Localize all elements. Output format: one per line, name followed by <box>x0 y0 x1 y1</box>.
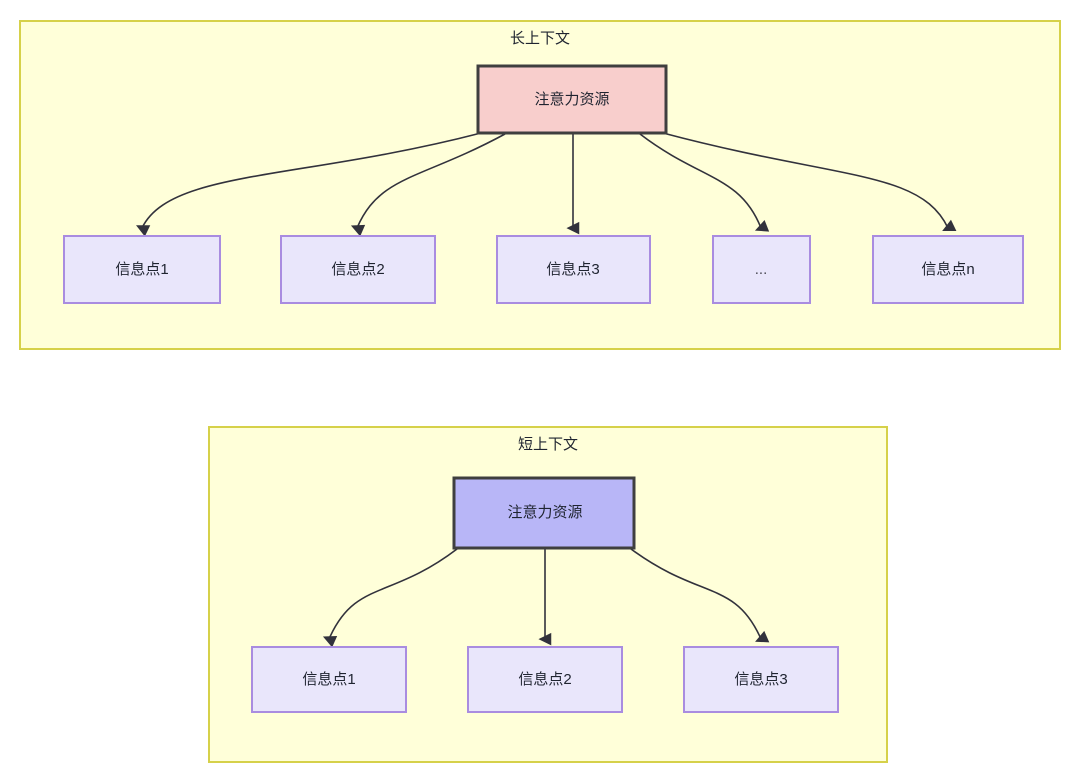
node-short-info-2-box[interactable] <box>467 646 623 713</box>
node-root-attention-short-label: 注意力资源 <box>507 503 582 521</box>
panel-long-context: 长上下文 注意力资源 信息点1 信息点2 信息点3 <box>19 20 1061 350</box>
node-long-info-3-label: 信息点3 <box>546 261 599 278</box>
edge-root-to-info-2 <box>350 133 506 237</box>
node-long-info-2-label: 信息点2 <box>331 261 384 278</box>
node-long-info-n-label: 信息点n <box>921 261 974 278</box>
edge-root-to-info-1 <box>136 132 482 237</box>
node-short-info-1[interactable]: 信息点1 <box>251 646 407 713</box>
edge-short-root-to-info-3 <box>630 548 770 643</box>
panel-long-context-title: 长上下文 <box>510 30 570 47</box>
node-root-attention-long[interactable]: 注意力资源 <box>476 64 668 135</box>
node-long-info-2[interactable]: 信息点2 <box>280 235 436 304</box>
node-long-info-2-box[interactable] <box>280 235 436 304</box>
node-short-info-1-box[interactable] <box>251 646 407 713</box>
edge-short-root-to-info-1 <box>322 548 458 648</box>
node-short-info-3-label: 信息点3 <box>734 671 787 688</box>
node-long-info-n[interactable]: 信息点n <box>872 235 1024 304</box>
node-short-info-3[interactable]: 信息点3 <box>683 646 839 713</box>
node-long-info-n-box[interactable] <box>872 235 1024 304</box>
node-long-info-1-box[interactable] <box>63 235 221 304</box>
node-long-info-1-label: 信息点1 <box>115 261 168 278</box>
edge-root-to-info-n <box>662 132 957 232</box>
node-long-info-ellipsis-box[interactable] <box>712 235 811 304</box>
node-root-attention-short-box[interactable] <box>452 476 636 550</box>
node-long-info-ellipsis[interactable]: ... <box>712 235 811 304</box>
node-short-info-1-label: 信息点1 <box>302 671 355 688</box>
panel-short-context-title: 短上下文 <box>518 436 578 453</box>
node-long-info-1[interactable]: 信息点1 <box>63 235 221 304</box>
node-root-attention-long-box[interactable] <box>476 64 668 135</box>
node-short-info-3-box[interactable] <box>683 646 839 713</box>
node-long-info-3-box[interactable] <box>496 235 651 304</box>
node-long-info-3[interactable]: 信息点3 <box>496 235 651 304</box>
edge-root-to-info-ellipsis <box>639 133 770 232</box>
node-short-info-2-label: 信息点2 <box>518 671 571 688</box>
node-short-info-2[interactable]: 信息点2 <box>467 646 623 713</box>
node-root-attention-long-label: 注意力资源 <box>534 90 609 108</box>
node-root-attention-short[interactable]: 注意力资源 <box>452 476 636 550</box>
node-long-info-ellipsis-label: ... <box>755 261 768 278</box>
panel-short-context: 短上下文 注意力资源 信息点1 信息点2 信息点3 <box>208 426 888 763</box>
